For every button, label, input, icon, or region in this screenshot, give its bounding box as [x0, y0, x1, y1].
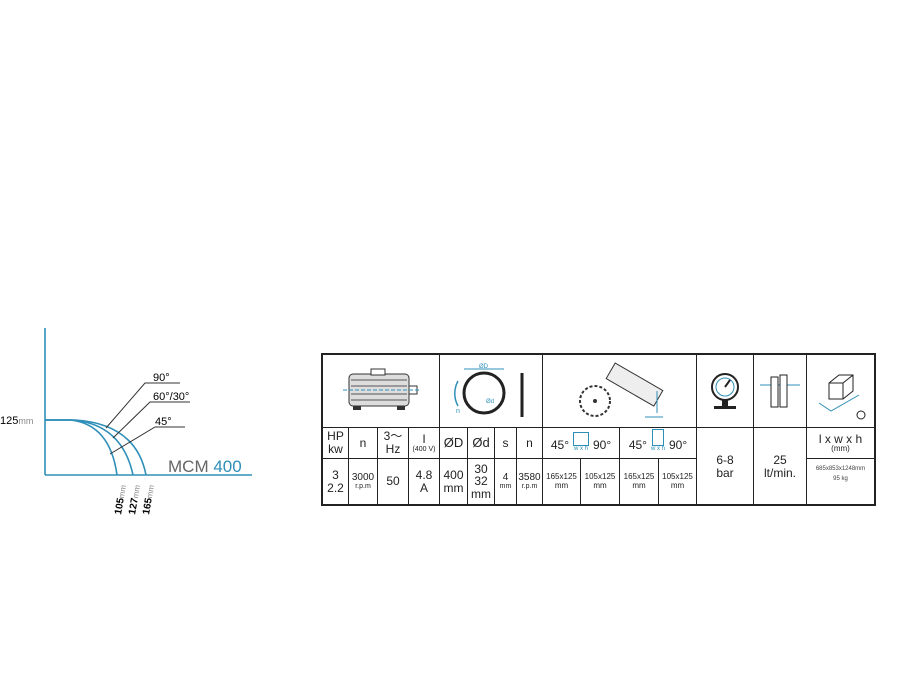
svg-text:125mm: 125mm — [0, 415, 33, 427]
svg-text:105mm: 105mm — [113, 484, 129, 516]
width-165: 165 — [141, 497, 155, 516]
machine-dimensions-icon — [806, 353, 876, 428]
svg-text:165mm: 165mm — [141, 484, 157, 516]
svg-text:ØD: ØD — [479, 364, 489, 370]
angle-45-label: 45° — [155, 416, 172, 428]
angle-60-30-label: 60°/30° — [153, 391, 189, 403]
svg-text:Ød: Ød — [486, 399, 494, 405]
header-bore-diameter: Ød — [467, 427, 495, 459]
header-blade-diameter: ØD — [439, 427, 468, 459]
height-value: 125 — [0, 415, 18, 427]
header-frequency: 3～Hz — [377, 427, 409, 459]
header-thickness: s — [494, 427, 517, 459]
curve-105 — [45, 419, 118, 476]
cutting-capacity-diagram: 90° 60°/30° 45° 125mm MCM 400 105mm 127m… — [0, 328, 252, 516]
header-motor-speed: n — [348, 427, 378, 459]
blade-dimensions-icon: ØD n Ød — [439, 353, 543, 428]
model-number: 400 — [213, 457, 241, 476]
motor-icon — [321, 353, 440, 428]
pressure-gauge-icon — [696, 353, 754, 428]
value-frequency: 50 — [377, 458, 409, 506]
width-105: 105 — [113, 497, 127, 516]
header-blade-speed: n — [516, 427, 543, 459]
width-127: 127 — [127, 497, 141, 516]
header-current: I(400 V) — [408, 427, 440, 459]
svg-text:n: n — [456, 408, 460, 415]
square-section-icon — [573, 431, 589, 446]
angle-90-label: 90° — [153, 372, 170, 384]
model-prefix: MCM — [168, 457, 209, 476]
svg-text:127mm: 127mm — [127, 484, 143, 516]
svg-text:MCM 400: MCM 400 — [168, 457, 242, 476]
coolant-filter-icon — [753, 353, 807, 428]
cutting-angle-icon — [542, 353, 697, 428]
header-dimensions: l x w x h(mm) — [806, 427, 876, 459]
rect-section-icon — [651, 428, 664, 446]
curve-127 — [45, 419, 134, 476]
curve-165 — [45, 419, 147, 476]
